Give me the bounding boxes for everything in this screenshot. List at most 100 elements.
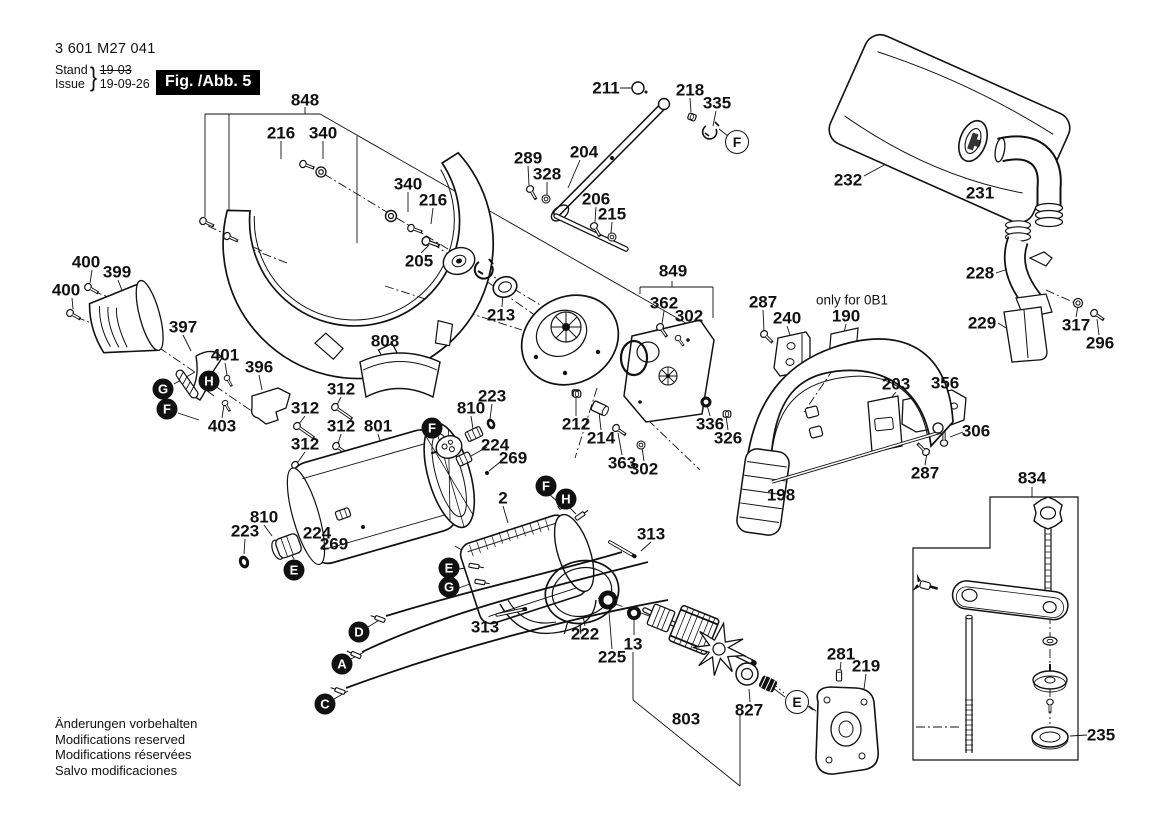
part-label-328: 328	[532, 164, 562, 184]
part-label-849: 849	[658, 261, 688, 281]
part-label-218: 218	[675, 80, 705, 100]
callout-C-filled: C	[314, 693, 336, 715]
figure-badge: Fig. /Abb. 5	[156, 70, 261, 95]
callout-H-filled: H	[555, 488, 577, 510]
part-label-400: 400	[51, 280, 81, 300]
part-label-224: 224	[480, 435, 510, 455]
part-label-214: 214	[586, 428, 616, 448]
part-label-801: 801	[363, 416, 393, 436]
footer-note: Änderungen vorbehalten Modifications res…	[55, 716, 197, 778]
callout-A-filled: A	[331, 653, 353, 675]
part-label-803: 803	[671, 709, 701, 729]
part-label-211: 211	[592, 78, 620, 98]
part-label-223: 223	[477, 386, 507, 406]
part-label-396: 396	[244, 357, 274, 377]
part-label-810: 810	[249, 507, 279, 527]
part-label-399: 399	[102, 262, 132, 282]
part-label-205: 205	[404, 251, 434, 271]
callout-E-filled: E	[283, 559, 305, 581]
part-label-198: 198	[766, 485, 796, 505]
part-label-340: 340	[308, 123, 338, 143]
footer-line-de: Änderungen vorbehalten	[55, 716, 198, 731]
issue-value: 19-09-26	[99, 77, 150, 91]
footer-line-en: Modifications reserved	[55, 731, 186, 747]
part-label-240: 240	[772, 308, 802, 328]
part-label-219: 219	[851, 656, 881, 676]
part-label-269: 269	[498, 448, 528, 468]
stand-issue-block: Stand Issue } 19-03 19-09-26	[55, 63, 150, 91]
part-label-206: 206	[581, 189, 611, 209]
part-label-231: 231	[965, 183, 995, 203]
part-label-340: 340	[393, 174, 423, 194]
part-label-212: 212	[561, 414, 591, 434]
part-label-222: 222	[570, 624, 600, 644]
document-part-number: 3 601 M27 041	[55, 41, 156, 57]
callout-F-outline: F	[725, 130, 749, 154]
footer-line-es: Salvo modificaciones	[55, 762, 178, 778]
callout-G-filled: G	[152, 378, 174, 400]
part-label-848: 848	[290, 90, 320, 110]
part-label-223: 223	[230, 521, 260, 541]
stand-value-struck: 19-03	[99, 63, 132, 77]
callout-E-filled: E	[438, 557, 460, 579]
part-label-232: 232	[833, 170, 863, 190]
part-label-834: 834	[1017, 468, 1047, 488]
part-label-203: 203	[881, 374, 911, 394]
part-label-808: 808	[370, 331, 400, 351]
part-label-289: 289	[513, 148, 543, 168]
part-label-312: 312	[290, 434, 320, 454]
part-label-216: 216	[418, 190, 448, 210]
part-label-400: 400	[71, 252, 101, 272]
part-label-312: 312	[326, 379, 356, 399]
part-label-403: 403	[207, 416, 237, 436]
part-label-313: 313	[470, 617, 500, 637]
part-label-287: 287	[910, 463, 940, 483]
part-label-397: 397	[168, 317, 198, 337]
footer-line-fr: Modifications réservées	[55, 747, 192, 762]
part-label-317: 317	[1061, 315, 1091, 335]
callout-G-filled: G	[438, 576, 460, 598]
part-label-313: 313	[636, 524, 666, 544]
stand-label: Stand	[55, 63, 88, 77]
part-label-204: 204	[569, 142, 599, 162]
part-label-296: 296	[1085, 333, 1115, 353]
issue-label: Issue	[55, 77, 85, 91]
part-label-213: 213	[486, 305, 516, 325]
part-label-235: 235	[1086, 725, 1116, 745]
callout-D-filled: D	[348, 621, 370, 643]
callout-F-filled: F	[156, 398, 178, 420]
part-label-356: 356	[930, 373, 960, 393]
part-label-229: 229	[967, 313, 997, 333]
part-label-only-for-0B1: only for 0B1	[815, 292, 889, 308]
part-label-335: 335	[702, 93, 732, 113]
part-label-401: 401	[210, 345, 240, 365]
part-label-336: 336	[695, 414, 725, 434]
part-label-287: 287	[748, 292, 778, 312]
callout-E-outline: E	[785, 690, 809, 714]
part-label-302: 302	[629, 459, 659, 479]
part-label-2: 2	[498, 488, 508, 508]
part-label-190: 190	[831, 306, 861, 326]
part-label-312: 312	[290, 398, 320, 418]
part-label-363: 363	[607, 453, 637, 473]
part-label-810: 810	[456, 398, 486, 418]
part-label-228: 228	[965, 263, 995, 283]
part-label-13: 13	[623, 634, 643, 654]
part-label-225: 225	[597, 647, 627, 667]
part-label-269: 269	[319, 534, 349, 554]
part-label-362: 362	[649, 293, 679, 313]
part-label-224: 224	[302, 523, 332, 543]
part-label-281: 281	[826, 644, 856, 664]
part-label-312: 312	[326, 416, 356, 436]
part-label-306: 306	[961, 421, 991, 441]
callout-F-filled: F	[421, 417, 443, 439]
part-label-326: 326	[713, 428, 743, 448]
callout-H-filled: H	[198, 370, 220, 392]
brace-glyph: }	[89, 62, 97, 92]
part-label-827: 827	[734, 700, 764, 720]
part-label-215: 215	[597, 204, 627, 224]
part-label-216: 216	[266, 123, 296, 143]
